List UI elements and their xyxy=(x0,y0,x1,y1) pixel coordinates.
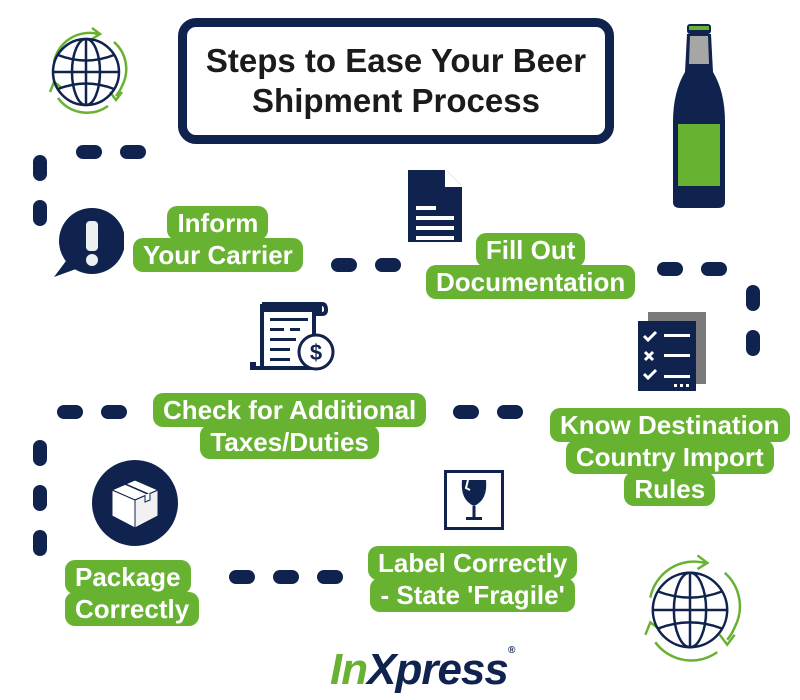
checklist-icon xyxy=(638,312,706,391)
title-line-2: Shipment Process xyxy=(252,82,540,119)
step-line: Label Correctly xyxy=(368,546,578,580)
step-line: Correctly xyxy=(65,592,200,626)
step-line: Check for Additional xyxy=(153,393,427,427)
step-line: Country Import xyxy=(565,440,774,474)
step-package-correctly: Package Correctly xyxy=(65,560,200,626)
step-line: Your Carrier xyxy=(133,238,303,272)
inxpress-logo: InXpress® xyxy=(330,645,515,695)
globe-recycle-icon xyxy=(48,27,128,114)
beer-bottle-icon xyxy=(673,24,725,208)
fragile-glass-icon xyxy=(444,470,504,530)
title-line-1: Steps to Ease Your Beer xyxy=(205,42,587,79)
step-inform-carrier: Inform Your Carrier xyxy=(133,206,303,272)
registered-mark: ® xyxy=(507,645,515,656)
step-line: Documentation xyxy=(426,265,636,299)
step-line: Package xyxy=(65,560,191,594)
step-line: Rules xyxy=(624,472,716,506)
step-check-taxes: Check for Additional Taxes/Duties xyxy=(153,393,427,459)
document-icon xyxy=(408,170,462,242)
step-line: Taxes/Duties xyxy=(200,425,379,459)
step-line: Inform xyxy=(167,206,269,240)
step-fill-documentation: Fill Out Documentation xyxy=(426,233,636,299)
logo-xpress: Xpress xyxy=(367,645,509,694)
step-line: Know Destination xyxy=(550,408,790,442)
title-box: Steps to Ease Your Beer Shipment Process xyxy=(178,18,614,144)
step-label-fragile: Label Correctly - State 'Fragile' xyxy=(368,546,578,612)
logo-in: In xyxy=(330,645,368,694)
globe-recycle-icon xyxy=(644,554,742,662)
box-icon xyxy=(92,460,178,546)
step-line: - State 'Fragile' xyxy=(370,578,575,612)
step-line: Fill Out xyxy=(475,233,586,267)
alert-speech-bubble-icon xyxy=(54,208,124,277)
step-know-import-rules: Know Destination Country Import Rules xyxy=(550,408,790,506)
svg-text:$: $ xyxy=(310,340,322,365)
invoice-dollar-icon: $ xyxy=(250,302,335,371)
